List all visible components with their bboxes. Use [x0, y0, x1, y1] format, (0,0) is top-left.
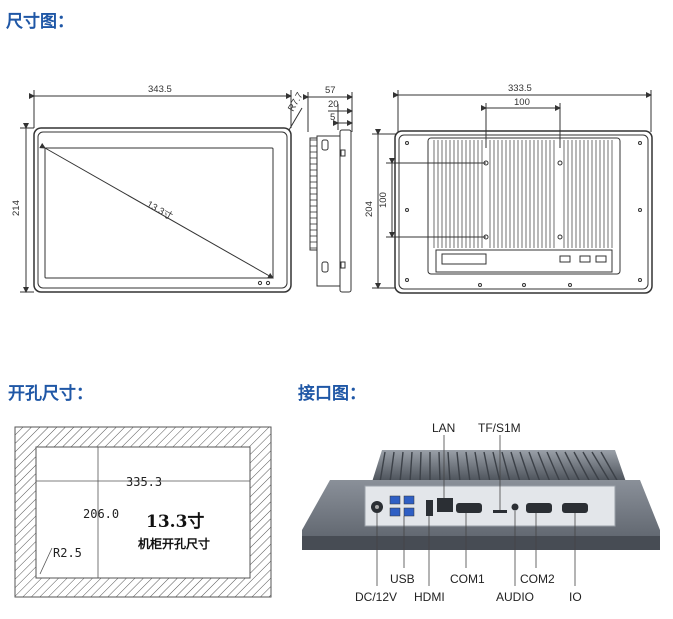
port-label-io: IO — [569, 590, 582, 604]
port-label-usb: USB — [390, 572, 415, 586]
port-label-dc: DC/12V — [355, 590, 397, 604]
side-depth-label: 57 — [325, 85, 336, 96]
front-diagonal-label: 13.3寸 — [145, 198, 176, 223]
ports-title: 接口图： — [298, 384, 366, 404]
port-label-audio: AUDIO — [496, 590, 534, 604]
cutout-subtitle: 机柜开孔尺寸 — [138, 536, 210, 551]
side-view — [303, 92, 353, 293]
ports-photo — [302, 435, 660, 586]
cutout-width-label: 335.3 — [126, 475, 162, 489]
cutout-title: 开孔尺寸： — [8, 384, 93, 404]
port-label-tf-sim: TF/S1M — [478, 421, 521, 435]
back-width-label: 333.5 — [508, 83, 532, 94]
back-view — [372, 90, 653, 294]
cutout-radius-label: R2.5 — [53, 546, 82, 560]
port-label-hdmi: HDMI — [414, 590, 445, 604]
port-label-lan: LAN — [432, 421, 455, 435]
back-vesa-v-label: 100 — [378, 192, 389, 208]
side-dim-20-label: 20 — [328, 99, 339, 110]
back-height-label: 204 — [364, 201, 375, 217]
side-dim-5-label: 5 — [330, 112, 335, 123]
back-vesa-h-label: 100 — [514, 97, 530, 108]
cutout-diagram — [14, 426, 272, 598]
cutout-size-title: 13.3寸 — [146, 511, 204, 532]
front-height-label: 214 — [11, 200, 22, 216]
cutout-height-label: 206.0 — [83, 507, 119, 521]
port-label-com2: COM2 — [520, 572, 555, 586]
front-width-label: 343.5 — [148, 84, 172, 95]
dimensions-title: 尺寸图： — [6, 12, 74, 32]
front-radius-label: R7.7 — [286, 91, 306, 114]
front-view — [20, 90, 303, 293]
port-label-com1: COM1 — [450, 572, 485, 586]
